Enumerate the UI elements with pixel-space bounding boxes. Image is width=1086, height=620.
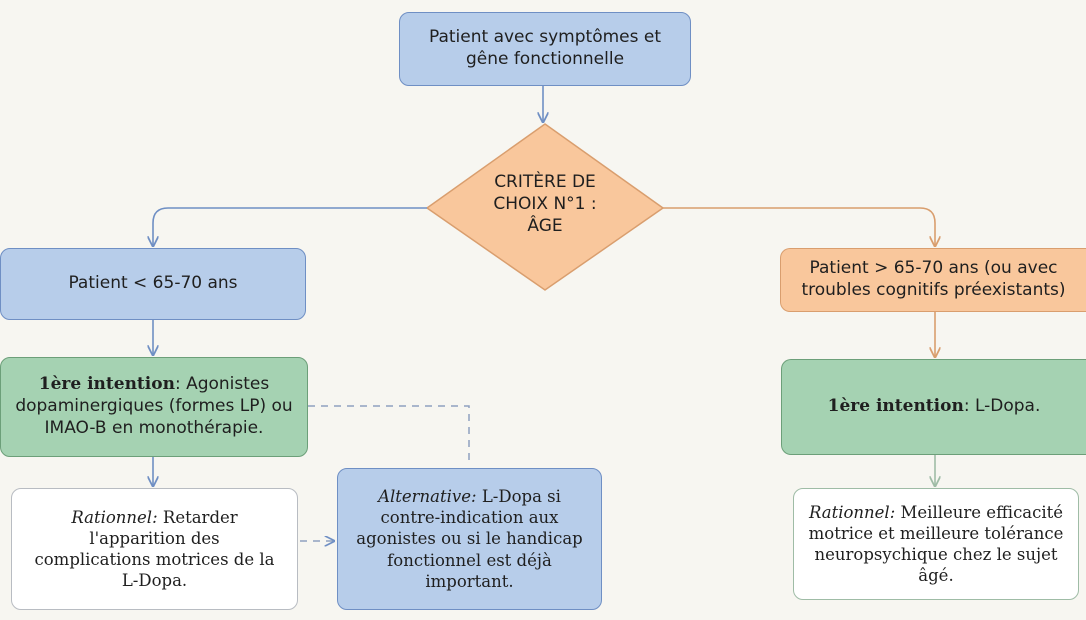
alternative-text-5: important. bbox=[425, 571, 514, 591]
left-rationale-node: Rationnel: Retarder l'apparition des com… bbox=[11, 488, 298, 610]
right-rationale-node: Rationnel: Meilleure efficacité motrice … bbox=[793, 488, 1079, 600]
alternative-text-4: fonctionnel est déjà bbox=[387, 550, 552, 570]
decision-line-1: CRITÈRE DE bbox=[494, 172, 596, 192]
right-rationale-label: Rationnel: bbox=[808, 502, 896, 522]
alternative-node: Alternative: L-Dopa si contre-indication… bbox=[337, 468, 602, 610]
arrow-decision-to-left bbox=[153, 207, 427, 246]
left-first-line-text-3: IMAO-B en monothérapie. bbox=[44, 417, 264, 438]
left-first-line-text-1: : Agonistes bbox=[174, 374, 270, 395]
right-first-line-text: : L-Dopa. bbox=[963, 396, 1041, 417]
start-node-line-1: Patient avec symptômes et bbox=[428, 27, 662, 48]
left-branch-node: Patient < 65-70 ans bbox=[0, 248, 306, 320]
alternative-text-2: contre-indication aux bbox=[380, 508, 559, 528]
left-first-line-text-2: dopaminergiques (formes LP) ou bbox=[15, 396, 293, 417]
arrow-decision-to-right bbox=[663, 207, 935, 246]
right-branch-node: Patient > 65-70 ans (ou avec troubles co… bbox=[780, 248, 1086, 312]
alternative-text-1: L-Dopa si bbox=[476, 487, 561, 507]
right-first-line-node: 1ère intention: L-Dopa. bbox=[781, 359, 1086, 455]
right-branch-line-2: troubles cognitifs préexistants) bbox=[801, 280, 1066, 300]
alternative-label: Alternative: bbox=[378, 487, 477, 507]
alternative-text-3: agonistes ou si le handicap bbox=[356, 529, 583, 549]
decision-line-3: ÂGE bbox=[527, 215, 563, 236]
start-node: Patient avec symptômes et gêne fonctionn… bbox=[399, 12, 691, 86]
left-first-line-node: 1ère intention: Agonistes dopaminergique… bbox=[0, 357, 308, 457]
dashed-link-first-line-to-alternative bbox=[308, 405, 470, 466]
left-rationale-label: Rationnel: bbox=[71, 507, 158, 527]
decision-node-label: CRITÈRE DE CHOIX N°1 : ÂGE bbox=[470, 172, 620, 237]
left-rationale-text-2: l'apparition des bbox=[89, 528, 220, 548]
right-rationale-text-4: âgé. bbox=[918, 566, 954, 586]
left-first-line-label: 1ère intention bbox=[38, 374, 175, 395]
left-rationale-text-4: L-Dopa. bbox=[121, 571, 188, 591]
decision-diamond bbox=[425, 123, 665, 291]
left-branch-label: Patient < 65-70 ans bbox=[68, 273, 238, 294]
right-rationale-text-1: Meilleure efficacité bbox=[895, 502, 1064, 522]
right-rationale-text-2: motrice et meilleure tolérance bbox=[808, 523, 1064, 543]
left-rationale-text-3: complications motrices de la bbox=[34, 550, 275, 569]
start-node-line-2: gêne fonctionnelle bbox=[465, 49, 625, 69]
decision-line-2: CHOIX N°1 : bbox=[493, 193, 597, 214]
right-branch-line-1: Patient > 65-70 ans (ou avec bbox=[809, 258, 1058, 279]
right-rationale-text-3: neuropsychique chez le sujet bbox=[814, 545, 1058, 564]
right-first-line-label: 1ère intention bbox=[827, 396, 964, 417]
left-rationale-text-1: Retarder bbox=[157, 507, 238, 527]
